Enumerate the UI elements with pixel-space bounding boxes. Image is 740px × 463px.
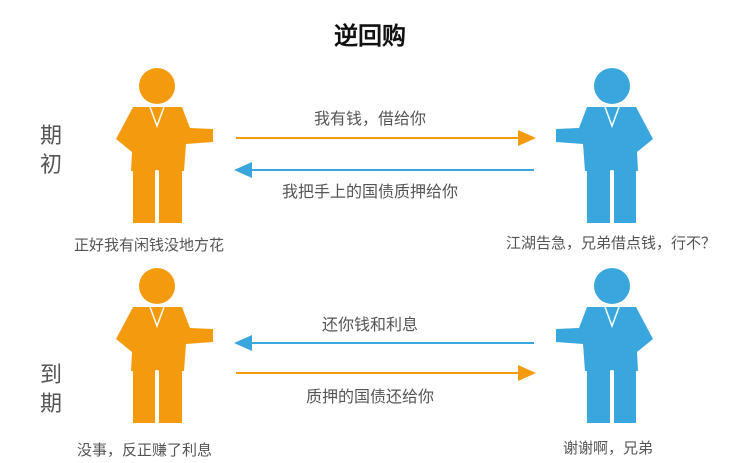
lender-caption: 正好我有闲钱没地方花 [74, 236, 225, 254]
arrow-label: 质押的国债还给你 [305, 387, 434, 406]
lender-caption: 没事，反正赚了利息 [77, 441, 213, 459]
arrow-label: 我把手上的国债质押给你 [281, 182, 458, 201]
arrow-label: 我有钱，借给你 [313, 109, 426, 128]
lender-person-icon [114, 66, 215, 225]
phase-label-end: 到 期 [36, 361, 66, 419]
diagram-title: 逆回购 [334, 22, 406, 50]
phase-label-char: 初 [39, 153, 62, 178]
phase-label-char: 到 [39, 363, 62, 388]
arrow-label: 还你钱和利息 [321, 315, 418, 334]
borrower-caption: 江湖告急，兄弟借点钱，行不？ [506, 234, 717, 252]
phase-label-char: 期 [39, 392, 62, 417]
phase-label-start: 期 初 [36, 122, 66, 180]
lender-person-icon [114, 266, 215, 425]
borrower-caption: 谢谢啊，兄弟 [563, 439, 654, 457]
phase-label-char: 期 [39, 124, 62, 149]
borrower-person-icon [554, 66, 655, 225]
borrower-person-icon [554, 266, 655, 425]
